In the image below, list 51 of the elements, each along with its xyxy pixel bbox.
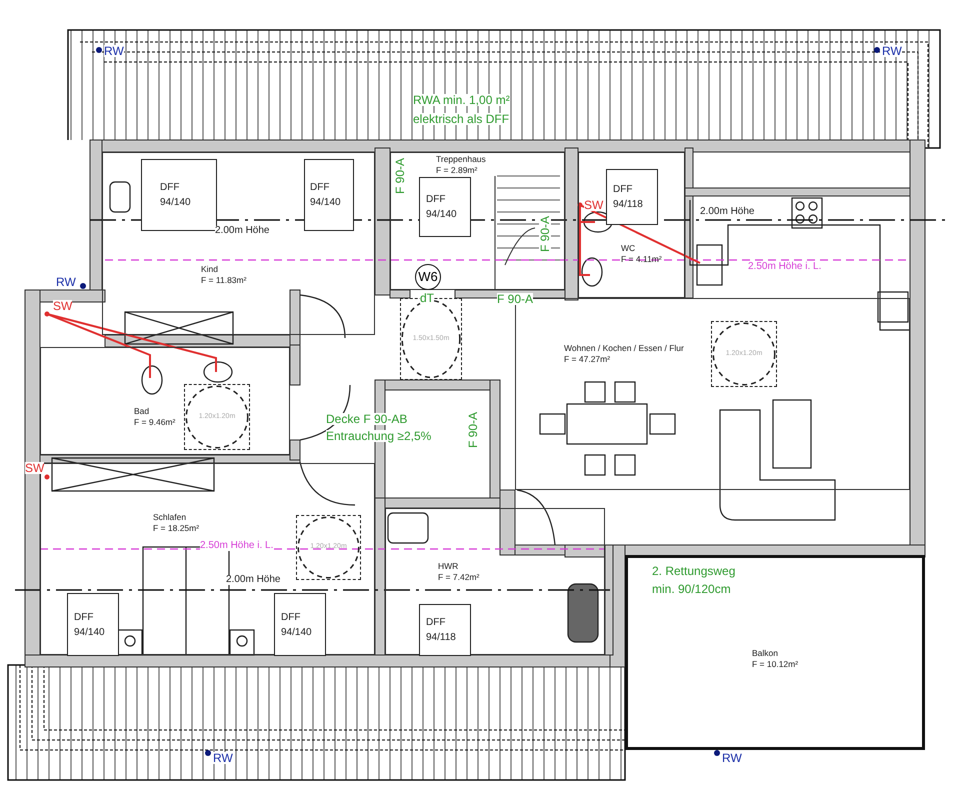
note-label: elektrisch als DFF [413, 113, 510, 125]
room-name: Balkon [752, 648, 779, 659]
room-area: F = 9.46m² [134, 417, 176, 428]
note-label: min. 90/120cm [652, 583, 731, 595]
point-label: RW [213, 752, 233, 764]
height-label: 2.00m Höhe [226, 575, 280, 585]
room-name: Bad [134, 406, 150, 417]
roof-window-box: DFF 94/118 [419, 604, 471, 656]
room-name: Kind [201, 264, 220, 275]
point-label: SW [584, 199, 604, 211]
height-label: 2.00m Höhe [700, 207, 754, 217]
note-label: dT [420, 292, 434, 304]
room-name: HWR [438, 561, 460, 572]
point-label: SW [25, 462, 44, 474]
room-outline [385, 508, 605, 655]
point-label: RW [104, 45, 124, 57]
room-area: F = 10.12m² [752, 659, 798, 670]
height-label: 2.00m Höhe [215, 226, 270, 236]
roof-window-box: DFF 94/140 [419, 177, 471, 237]
room-name: Treppenhaus [436, 154, 486, 165]
room-outline [578, 152, 685, 298]
room-area: F = 47.27m² [564, 354, 684, 365]
note-label: Decke F 90-AB [326, 413, 408, 425]
roof-window-box: DFF 94/140 [274, 593, 326, 656]
room-area: F = 11.83m² [201, 275, 246, 286]
height-label: 2.50m Höhe i. L. [748, 262, 822, 272]
room-area: F = 2.89m² [436, 165, 486, 176]
roof-window-box: DFF 94/140 [141, 159, 217, 231]
room-outline [40, 347, 290, 455]
room-name: Schlafen [153, 512, 188, 523]
point-label: RW [722, 752, 742, 764]
note-label: F 90-A [497, 293, 534, 305]
room-outline [625, 555, 925, 750]
note-label: F 90-A [539, 216, 551, 252]
roof-window-box: DFF 94/140 [304, 159, 354, 231]
room-name: Wohnen / Kochen / Essen / Flur [564, 343, 684, 354]
height-label: 2.50m Höhe i. L. [200, 541, 274, 551]
note-label: 2. Rettungsweg [652, 565, 736, 577]
point-label: SW [53, 300, 72, 312]
note-label: F 90-A [394, 158, 406, 194]
room-outline [102, 152, 375, 335]
note-label: RWA min. 1,00 m² [413, 94, 510, 106]
roof-window-box: DFF 94/140 [67, 593, 119, 656]
room-area: F = 18.25m² [153, 523, 200, 534]
roof-window-box: DFF 94/118 [606, 169, 658, 225]
room-name: WC [621, 243, 636, 254]
note-label: Entrauchung ≥2,5% [326, 430, 432, 442]
note-label: F 90-A [467, 412, 479, 448]
room-area: F = 7.42m² [438, 572, 480, 583]
point-label: RW [56, 276, 76, 288]
point-label: RW [882, 45, 902, 57]
